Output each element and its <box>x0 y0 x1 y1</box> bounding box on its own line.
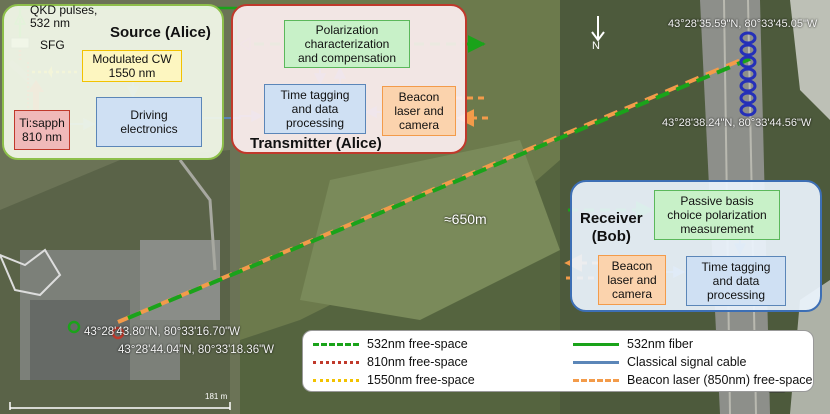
receiver-beacon-box: Beacon laser and camera <box>598 255 666 305</box>
qkd-pulses-label: QKD pulses, 532 nm <box>30 3 98 30</box>
coord-transmitter-a: 43°28'43.80"N, 80°33'16.70"W <box>84 326 241 338</box>
ti-sapph-box: Ti:sapph 810 nm <box>14 110 70 150</box>
modulated-cw-box: Modulated CW 1550 nm <box>82 50 182 82</box>
source-panel-title: Source (Alice) <box>110 24 211 41</box>
coord-receiver-top: 43°28'35.59"N, 80°33'45.05"W <box>668 18 818 30</box>
sfg-label: SFG <box>40 38 65 52</box>
receiver-site-marker <box>739 31 757 117</box>
transmitter-panel-title: Transmitter (Alice) <box>250 135 382 152</box>
legend-item-810nm-free-space: 810nm free-space <box>313 353 468 371</box>
transmitter-beacon-box: Beacon laser and camera <box>382 86 456 136</box>
receiver-panel-title: Receiver (Bob) <box>580 210 643 245</box>
legend-item-classical-signal-cable: Classical signal cable <box>573 353 747 371</box>
receiver-time-tagging-box: Time tagging and data processing <box>686 256 786 306</box>
distance-label: ≈650m <box>444 211 487 227</box>
coord-transmitter-b: 43°28'44.04"N, 80°33'18.36"W <box>118 344 275 356</box>
transmitter-site-marker-red <box>111 326 125 340</box>
legend-item-beacon-laser: Beacon laser (850nm) free-space <box>573 371 813 389</box>
coord-receiver-bottom: 43°28'38.24"N, 80°33'44.56"W <box>662 117 812 129</box>
scale-label: 181 m <box>205 392 228 401</box>
legend-item-532nm-fiber: 532nm fiber <box>573 335 693 353</box>
transmitter-time-tagging-box: Time tagging and data processing <box>264 84 366 134</box>
transmitter-site-marker-green <box>67 320 81 334</box>
passive-basis-box: Passive basis choice polarization measur… <box>654 190 780 240</box>
legend: 532nm free-space 532nm fiber 810nm free-… <box>302 330 814 392</box>
qkd-beam-line <box>127 56 753 320</box>
legend-item-532nm-free-space: 532nm free-space <box>313 335 468 353</box>
legend-item-1550nm-free-space: 1550nm free-space <box>313 371 475 389</box>
north-label: N <box>592 40 600 52</box>
driving-electronics-box: Driving electronics <box>96 97 202 147</box>
polarization-compensation-box: Polarization characterization and compen… <box>284 20 410 68</box>
